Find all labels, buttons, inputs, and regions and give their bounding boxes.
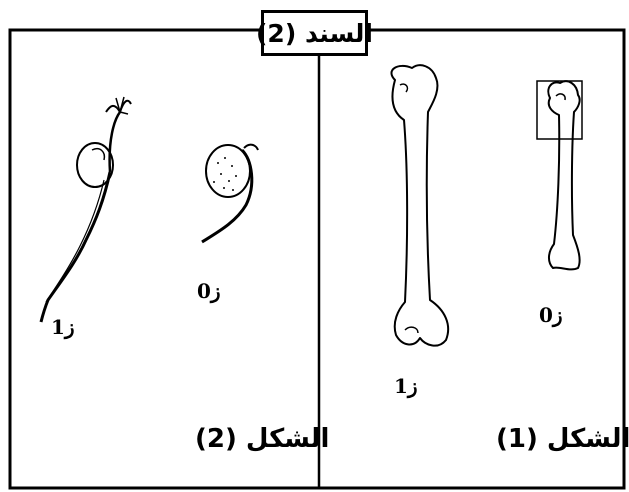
- outer-border: [10, 30, 624, 488]
- small-bone-label: ز0: [539, 303, 563, 327]
- figure1-label: الشكل (1): [496, 424, 629, 454]
- small-femur-drawing: [548, 81, 579, 269]
- figure2-label: الشكل (2): [195, 424, 329, 454]
- seed-label: ز0: [197, 279, 221, 303]
- seed-drawing: [202, 145, 258, 242]
- document-title: السند (2): [261, 10, 368, 56]
- large-bone-label: ز1: [394, 374, 418, 398]
- large-femur-drawing: [391, 65, 448, 345]
- seedling-drawing: [41, 97, 131, 322]
- seedling-label: ز1: [51, 315, 75, 339]
